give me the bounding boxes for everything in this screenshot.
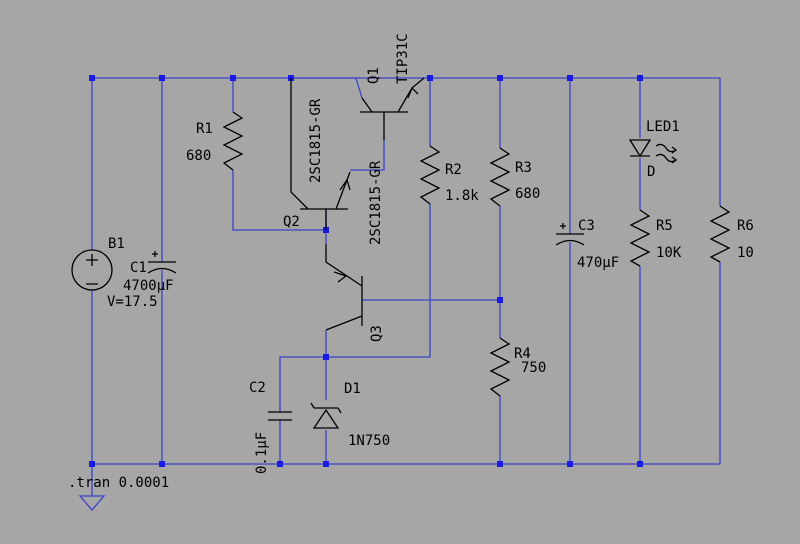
junction [159,461,165,467]
resistor-r4[interactable] [489,337,511,397]
r6-label: R6 [737,218,754,234]
junction [277,461,283,467]
resistor-r5[interactable] [629,209,651,267]
q2-q3-part: 2SC1815-GR [368,160,384,245]
junction [89,461,95,467]
junction [89,75,95,81]
c2-label: C2 [249,380,266,396]
r3-label: R3 [515,160,532,176]
junction [427,75,433,81]
junction [323,461,329,467]
junction [159,75,165,81]
transistor-q3[interactable] [325,244,363,331]
r2-value: 1.8k [445,188,479,204]
resistor-r6[interactable] [709,205,731,263]
tran-directive[interactable]: .tran 0.0001 [68,475,169,491]
led-led1[interactable] [628,139,678,164]
resistor-r3[interactable] [489,147,511,207]
junction [637,461,643,467]
c3-value: 470µF [577,255,619,271]
junction [497,75,503,81]
r3-value: 680 [515,186,540,202]
resistor-r2[interactable] [419,145,441,205]
junction [497,461,503,467]
wires [91,77,721,496]
zener-d1[interactable] [310,402,342,429]
q2-label: Q2 [283,214,300,230]
b1-label: B1 [108,236,125,252]
b1-voltage: V=17.5 [107,294,158,310]
r1-label: R1 [196,121,213,137]
r2-label: R2 [445,162,462,178]
q1-part: TIP31C [395,33,411,84]
ground-symbol [78,495,106,511]
capacitor-c1[interactable] [147,251,177,274]
c1-value: 4700µF [123,278,174,294]
r4-label: R4 [514,346,531,362]
r5-label: R5 [656,218,673,234]
junction [637,75,643,81]
capacitor-c2[interactable] [268,411,292,421]
q3-label: Q3 [369,325,385,342]
q2-part: 2SC1815-GR [308,98,324,183]
transistor-q1[interactable] [360,77,425,140]
d1-part: 1N750 [348,433,390,449]
junction [567,461,573,467]
r5-value: 10K [656,245,682,261]
transistor-q2[interactable] [290,78,351,230]
r6-value: 10 [737,245,754,261]
d1-label: D1 [344,381,361,397]
resistor-r1[interactable] [222,111,244,171]
c3-label: C3 [578,218,595,234]
q1-label: Q1 [366,67,382,84]
junction [323,354,329,360]
led1-label: LED1 [646,119,680,135]
led1-part: D [647,164,655,180]
r1-value: 680 [186,148,211,164]
capacitor-c3[interactable] [555,223,585,246]
junction [567,75,573,81]
r4-value: 750 [521,360,546,376]
battery-b1[interactable] [71,249,113,291]
c1-label: C1 [130,260,147,276]
junction [230,75,236,81]
c2-value: 0.1µF [254,432,270,474]
junction [497,297,503,303]
